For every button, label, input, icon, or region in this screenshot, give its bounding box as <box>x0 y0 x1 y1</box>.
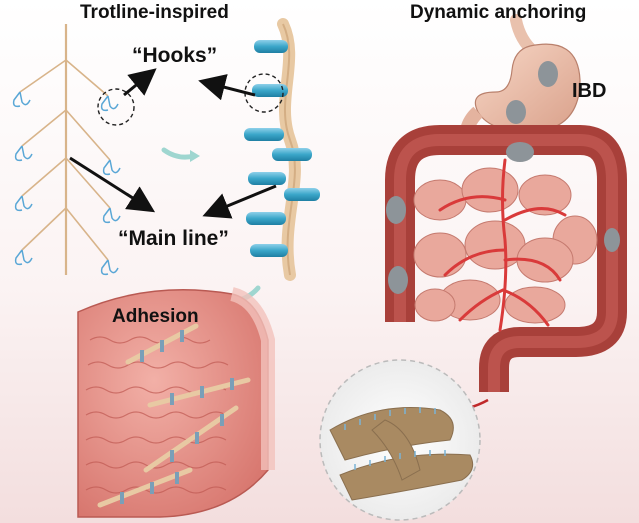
zoom-inset <box>319 359 481 521</box>
black-arrow-icon <box>202 184 277 219</box>
black-arrow-icon <box>198 74 256 101</box>
adhesion-tissue-illustration <box>77 287 275 518</box>
adhered-hooks <box>120 330 234 504</box>
mesenteric-arteries <box>438 158 567 332</box>
trotline-illustration <box>12 24 135 276</box>
colon-anchors <box>386 142 620 294</box>
hook-highlight-circle <box>97 88 135 126</box>
main-line-label: “Main line” <box>118 227 229 250</box>
dynamic-anchoring-title: Dynamic anchoring <box>410 2 587 23</box>
adhesion-label: Adhesion <box>112 306 199 327</box>
black-arrow-icon <box>69 156 156 213</box>
branch-lines <box>19 59 111 261</box>
black-arrow-icon <box>123 68 157 97</box>
stomach <box>474 43 581 133</box>
teal-curved-arrow-icon <box>161 147 197 160</box>
ibd-label: IBD <box>572 80 607 102</box>
hooks-label: “Hooks” <box>132 44 218 67</box>
cylinder-hooks <box>244 40 320 257</box>
fishing-hooks <box>12 91 121 276</box>
pointer-arrows <box>69 68 277 219</box>
trotline-title: Trotline-inspired <box>80 2 229 23</box>
fiber-illustration <box>244 18 320 281</box>
digestive-tract-illustration <box>385 14 627 422</box>
small-intestine <box>413 167 598 324</box>
